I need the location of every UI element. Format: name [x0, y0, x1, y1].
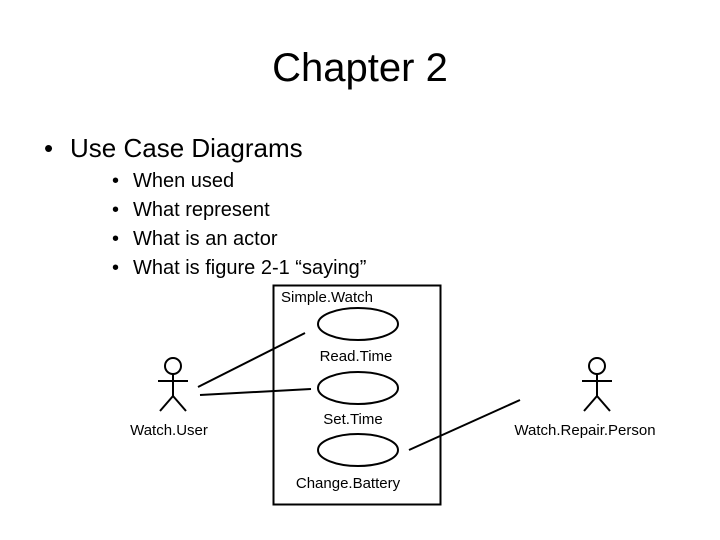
use-case-ellipse [317, 371, 399, 405]
actor-label: Watch.User [130, 422, 208, 439]
actor-head [164, 357, 182, 375]
use-case-label: Set.Time [323, 411, 382, 428]
association-line [197, 332, 306, 388]
actor-figure [582, 357, 612, 412]
sub-bullet-marker: • [112, 257, 120, 279]
use-case-ellipse [317, 307, 399, 341]
bullet-use-case-diagrams: • Use Case Diagrams [44, 131, 303, 165]
actor-right-leg [172, 395, 187, 412]
sub-bullet-marker: • [112, 228, 120, 250]
use-case-ellipse [317, 433, 399, 467]
bullet-marker: • [44, 133, 54, 163]
actor-head [588, 357, 606, 375]
sub-bullet-marker: • [112, 199, 120, 221]
sub-bullet-item: • When used [112, 167, 366, 196]
sub-bullet-item: • What represent [112, 196, 366, 225]
bullet-text: Use Case Diagrams [70, 133, 303, 163]
sub-bullet-item: • What is an actor [112, 225, 366, 254]
association-line [199, 388, 312, 396]
association-line [408, 399, 521, 451]
actor-left-leg [159, 395, 174, 412]
actor-label: Watch.Repair.Person [514, 422, 655, 439]
sub-bullet-text: What is an actor [133, 228, 278, 250]
sub-bullet-text: What is figure 2-1 “saying” [133, 257, 367, 279]
sub-bullet-item: • What is figure 2-1 “saying” [112, 254, 366, 283]
sub-bullet-marker: • [112, 170, 120, 192]
actor-figure [158, 357, 188, 412]
system-name-label: Simple.Watch [281, 289, 373, 306]
system-boundary [272, 284, 442, 506]
sub-bullet-text: What represent [133, 199, 270, 221]
sub-bullet-list: • When used • What represent • What is an a… [112, 167, 366, 283]
actor-right-leg [596, 395, 611, 412]
use-case-label: Change.Battery [296, 475, 401, 492]
use-case-label: Read.Time [320, 348, 393, 365]
slide-title: Chapter 2 [272, 46, 448, 90]
sub-bullet-text: When used [133, 170, 235, 192]
actor-left-leg [583, 395, 598, 412]
